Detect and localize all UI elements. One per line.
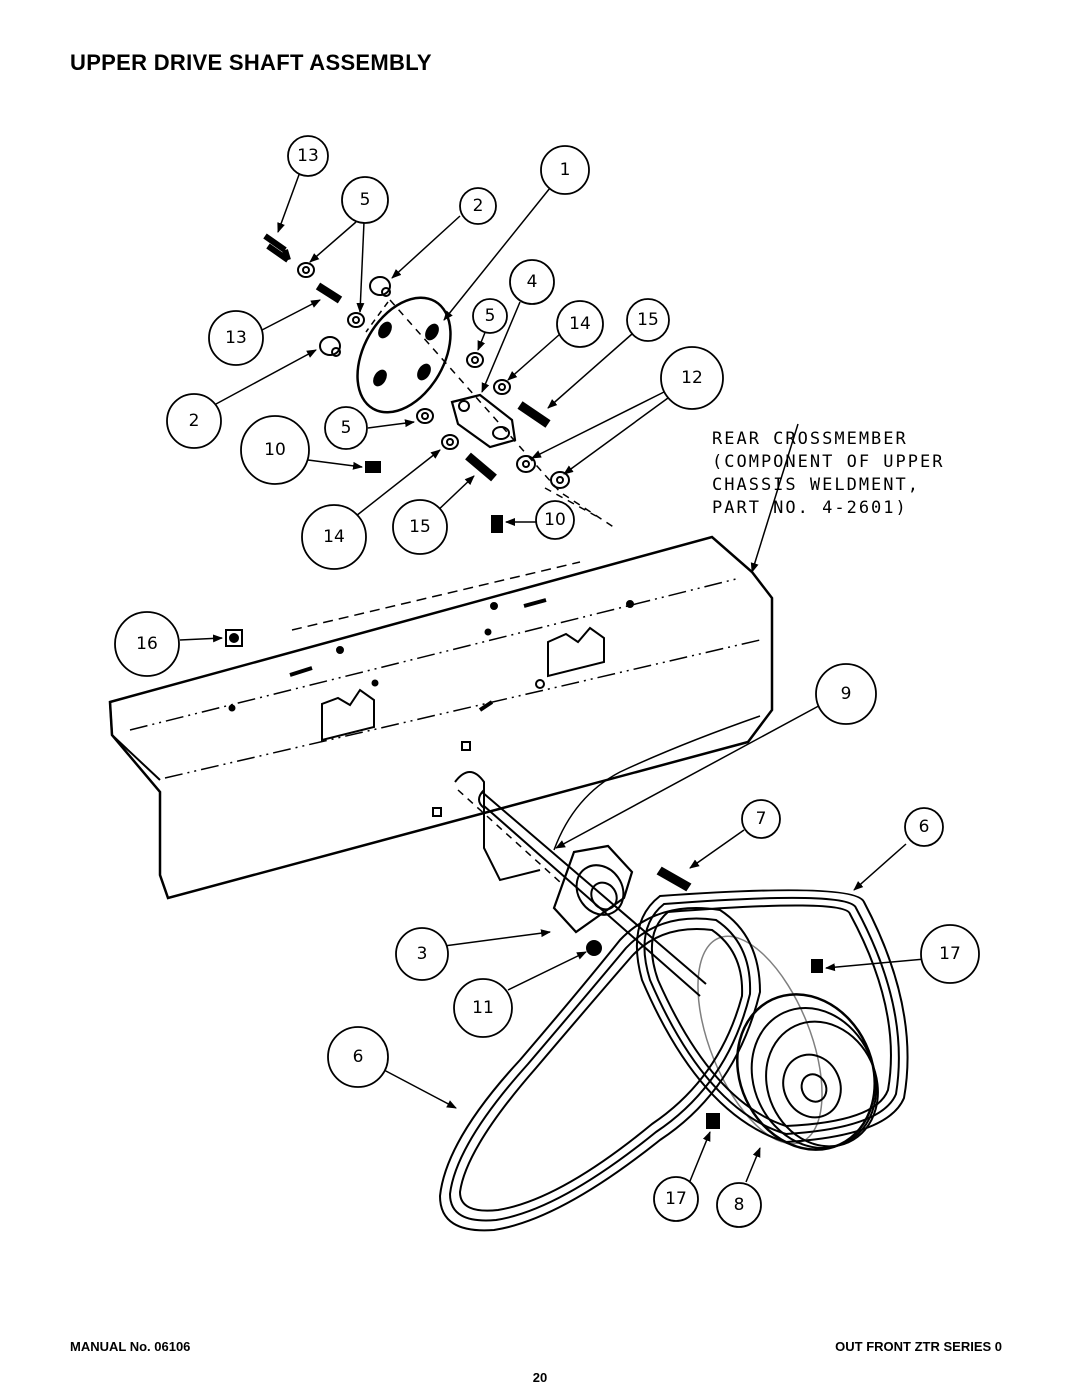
- callout-17-low: 17: [653, 1176, 699, 1222]
- callout-5-mid: 5: [472, 298, 508, 334]
- svg-text:7: 7: [756, 809, 767, 829]
- callout-1: 1: [540, 145, 590, 195]
- callout-12: 12: [660, 346, 724, 410]
- svg-text:2: 2: [473, 196, 484, 216]
- flange-plate: [356, 296, 452, 414]
- svg-text:17: 17: [665, 1189, 687, 1209]
- page-title: UPPER DRIVE SHAFT ASSEMBLY: [70, 50, 432, 75]
- callout-11: 11: [453, 978, 513, 1038]
- callout-13-mid: 13: [208, 310, 264, 366]
- svg-text:14: 14: [323, 527, 345, 547]
- svg-text:REAR CROSSMEMBER: REAR CROSSMEMBER: [712, 429, 908, 449]
- callout-4: 4: [509, 259, 555, 305]
- callout-2-top: 2: [459, 187, 497, 225]
- key-part: [656, 866, 692, 892]
- callout-15-top: 15: [626, 298, 670, 342]
- callout-2-mid: 2: [166, 393, 222, 449]
- callout-3: 3: [395, 927, 449, 981]
- callout-15-low: 15: [392, 499, 448, 555]
- callout-13-top: 13: [287, 135, 329, 177]
- callout-10-left: 10: [240, 415, 310, 485]
- crossmember-note: REAR CROSSMEMBER (COMPONENT OF UPPER CHA…: [712, 429, 944, 518]
- callout-10-right: 10: [535, 500, 575, 540]
- svg-text:12: 12: [681, 368, 703, 388]
- svg-text:4: 4: [527, 272, 538, 292]
- callout-16: 16: [114, 611, 180, 677]
- svg-text:1: 1: [560, 160, 571, 180]
- callout-14-top: 14: [556, 300, 604, 348]
- callout-6-top: 6: [904, 807, 944, 847]
- svg-text:5: 5: [341, 418, 352, 438]
- svg-text:15: 15: [637, 310, 659, 330]
- callout-17-right: 17: [920, 924, 980, 984]
- svg-text:2: 2: [189, 411, 200, 431]
- leader-lines: [179, 171, 937, 1187]
- svg-text:3: 3: [417, 944, 428, 964]
- svg-text:6: 6: [919, 817, 930, 837]
- bearing-mount-bracket: [450, 393, 517, 449]
- svg-text:5: 5: [485, 306, 496, 326]
- svg-text:15: 15: [409, 517, 431, 537]
- drive-shaft: [457, 789, 707, 997]
- callout-9: 9: [815, 663, 877, 725]
- svg-text:9: 9: [841, 684, 852, 704]
- manual-number: MANUAL No. 06106: [70, 1339, 191, 1354]
- svg-text:6: 6: [353, 1047, 364, 1067]
- fasteners: [225, 233, 616, 647]
- svg-text:13: 13: [297, 146, 319, 166]
- svg-text:10: 10: [264, 440, 286, 460]
- callout-5-low: 5: [324, 406, 368, 450]
- svg-text:5: 5: [360, 190, 371, 210]
- page-number: 20: [532, 1370, 548, 1385]
- svg-text:CHASSIS WELDMENT,: CHASSIS WELDMENT,: [712, 475, 920, 495]
- callout-6-low: 6: [327, 1026, 389, 1088]
- callout-5-top: 5: [341, 176, 389, 224]
- rear-crossmember: [108, 535, 774, 900]
- svg-text:10: 10: [544, 510, 566, 530]
- bearing-housing: [552, 844, 634, 956]
- v-belt: [438, 889, 909, 1232]
- support-arm: [553, 715, 761, 851]
- svg-text:13: 13: [225, 328, 247, 348]
- svg-text:8: 8: [734, 1195, 745, 1215]
- drive-pulley: [706, 959, 879, 1151]
- callout-14-low: 14: [301, 504, 367, 570]
- svg-text:11: 11: [472, 998, 494, 1018]
- callout-7: 7: [741, 799, 781, 839]
- callout-8: 8: [716, 1182, 762, 1228]
- svg-text:17: 17: [939, 944, 961, 964]
- svg-text:14: 14: [569, 314, 591, 334]
- svg-text:16: 16: [136, 634, 158, 654]
- svg-text:PART NO. 4-2601): PART NO. 4-2601): [712, 498, 908, 518]
- svg-text:(COMPONENT OF UPPER: (COMPONENT OF UPPER: [712, 452, 944, 472]
- series-name: OUT FRONT ZTR SERIES 0: [835, 1339, 1002, 1354]
